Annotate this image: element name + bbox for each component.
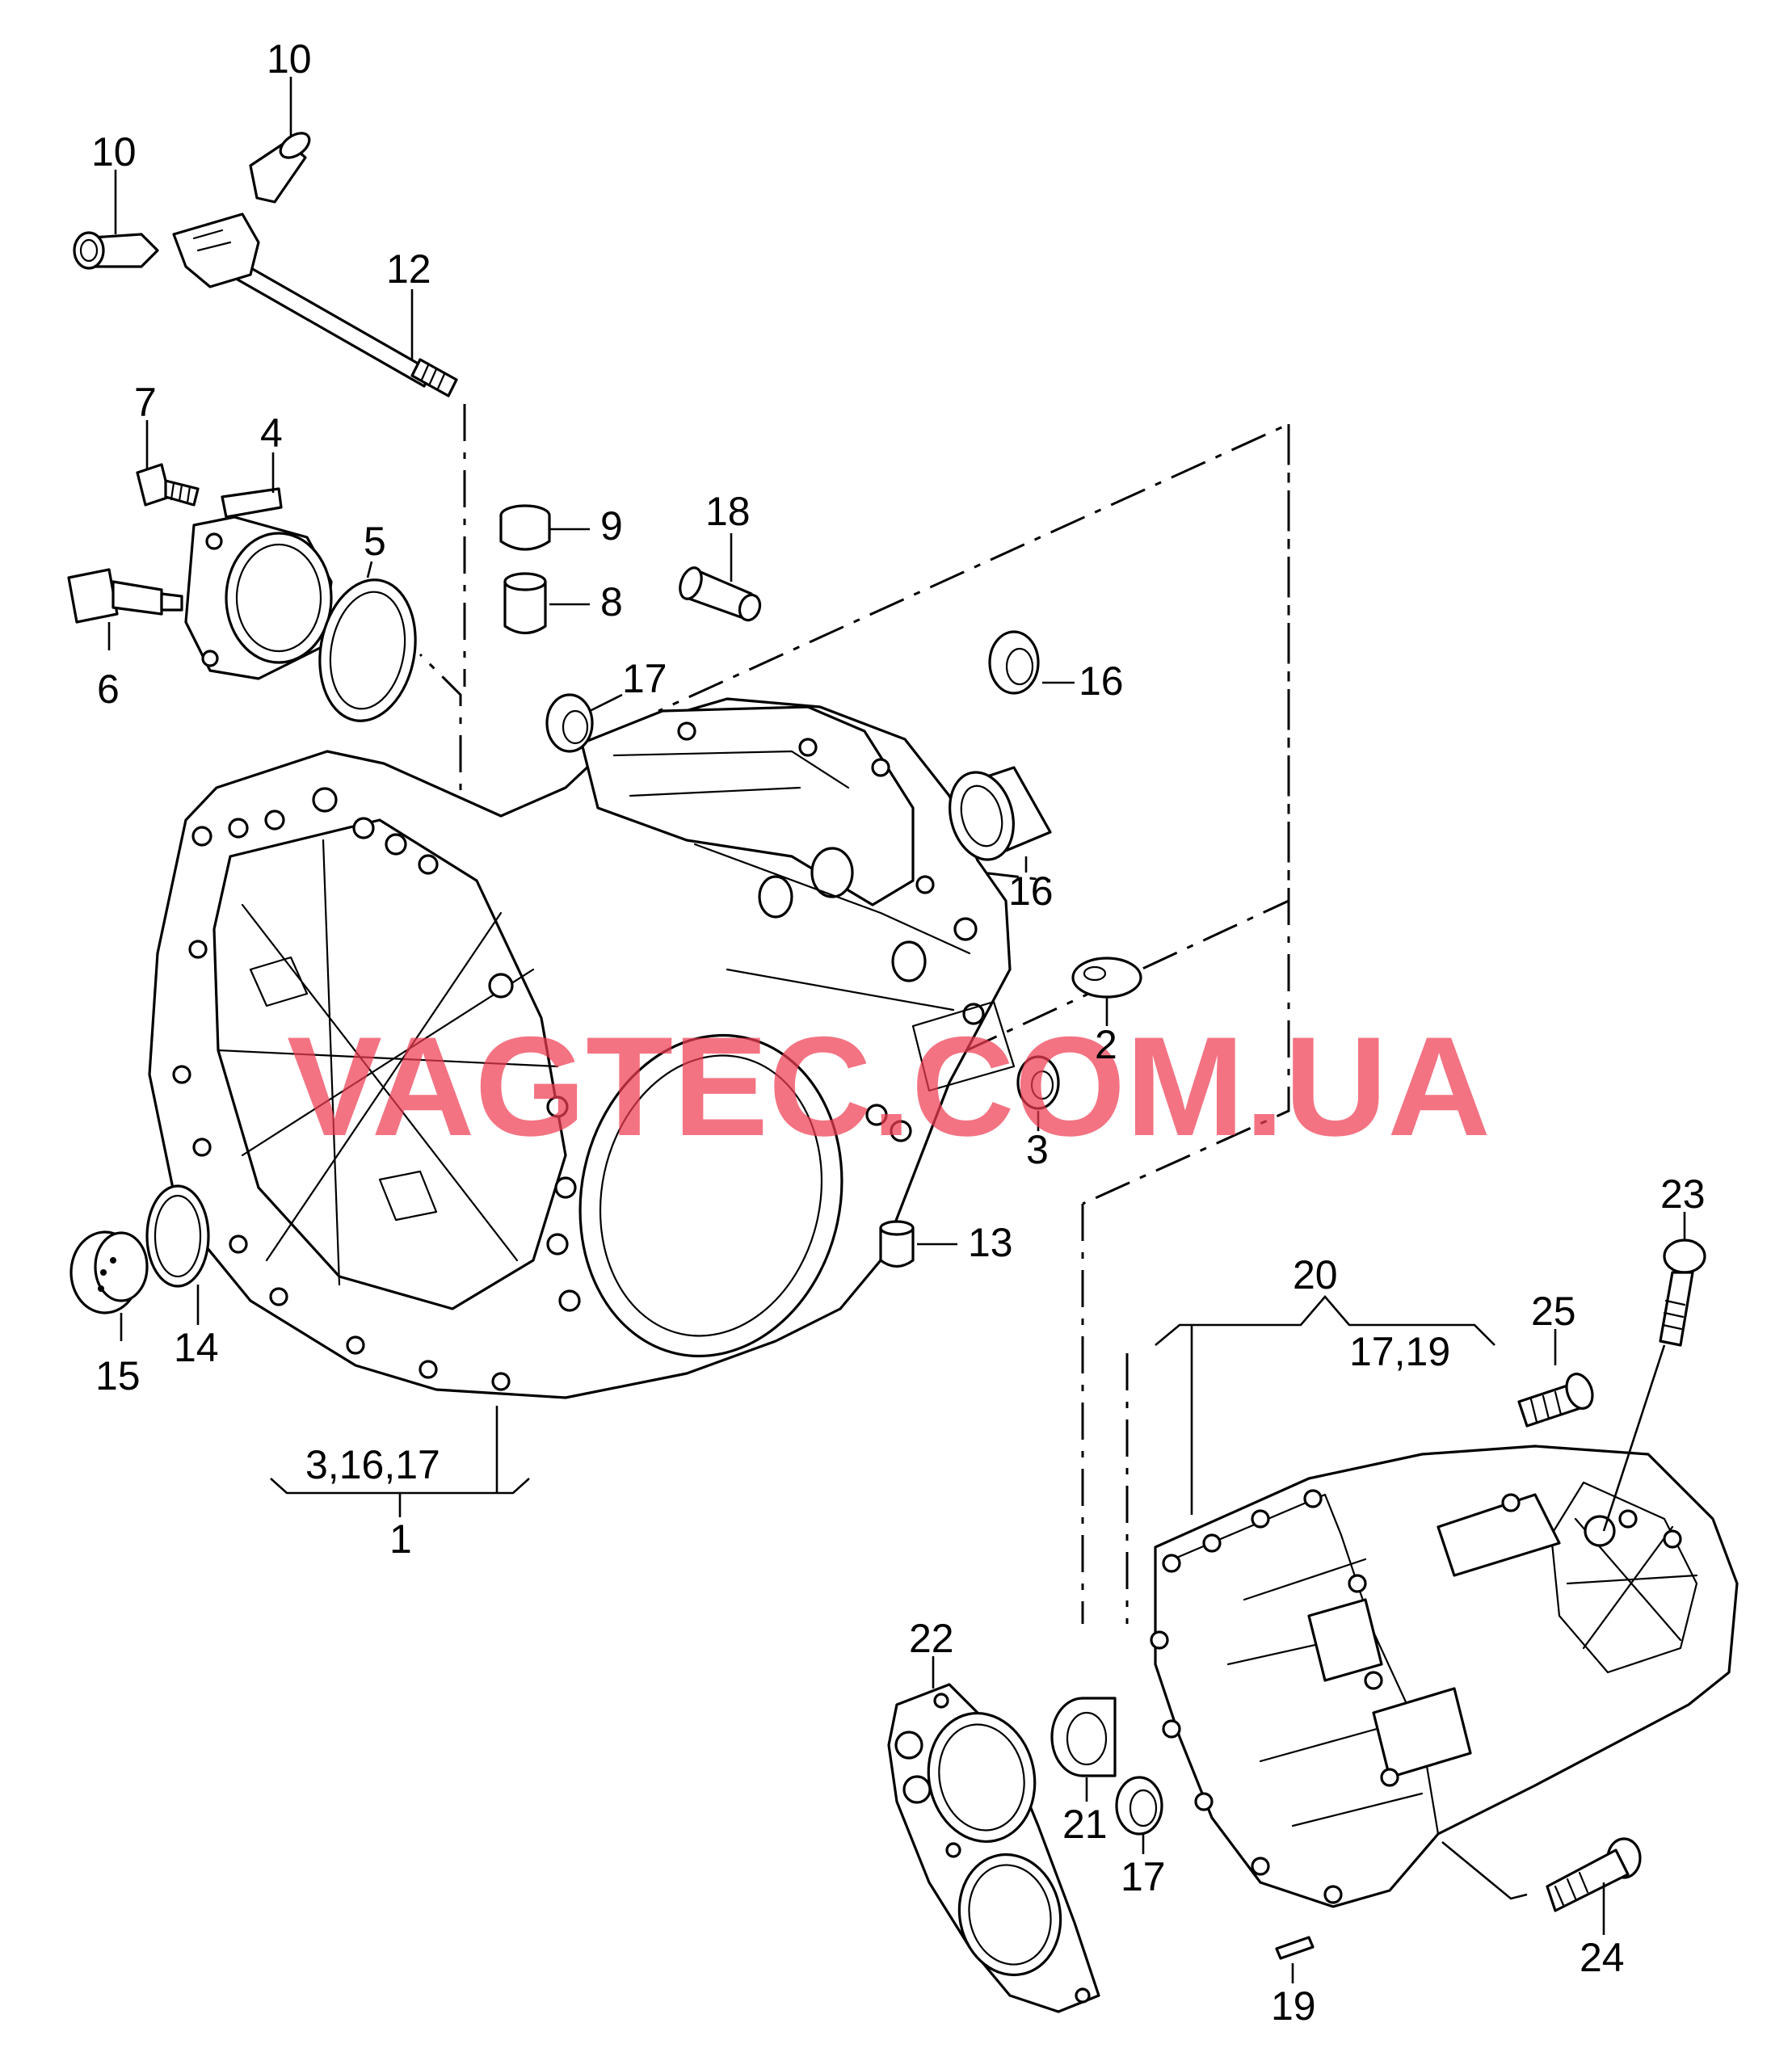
callout-12: 12: [386, 246, 431, 292]
sleeve-8: [503, 572, 547, 635]
callout-4: 4: [260, 410, 283, 456]
bearing-16-lower: [949, 766, 1052, 861]
callout-15: 15: [95, 1353, 141, 1398]
bearing-17-lower: [1115, 1776, 1163, 1836]
callout-25: 25: [1531, 1289, 1576, 1334]
pin-19: [1275, 1936, 1315, 1960]
transmission-housing: [148, 697, 1016, 1399]
callout-19: 19: [1271, 1983, 1316, 2029]
callout-10-upper: 10: [267, 36, 312, 82]
bolt-24: [1546, 1837, 1642, 1912]
front-cover-22: [887, 1683, 1100, 2013]
shift-shaft: [172, 212, 458, 397]
plug-cap-upper: [249, 132, 311, 204]
bearing-21: [1050, 1697, 1117, 1777]
plug-13: [879, 1220, 915, 1268]
gasket-5: [318, 578, 417, 722]
bolt-25: [1517, 1373, 1594, 1428]
callout-5: 5: [364, 519, 386, 564]
gasket-14: [145, 1184, 210, 1288]
assembly-lines: [419, 404, 1290, 1624]
callout-18: 18: [705, 489, 751, 534]
callout-labels: 10 10 12 7 4 5 6 9 8 18 17 16 16 2 3 13 …: [91, 36, 1706, 2029]
plug-cap-left: [73, 231, 159, 270]
seal-3: [1016, 1055, 1060, 1110]
sensor-6: [67, 568, 183, 624]
callout-21: 21: [1062, 1802, 1108, 1847]
washer-2: [1071, 957, 1142, 999]
callout-22: 22: [909, 1616, 954, 1661]
bolt-23: [1659, 1239, 1706, 1347]
bearing-17-upper: [545, 693, 594, 753]
callout-14: 14: [174, 1325, 219, 1370]
callout-16-upper: 16: [1079, 658, 1124, 704]
callout-7: 7: [134, 380, 157, 425]
callout-9: 9: [600, 503, 623, 549]
callout-8: 8: [600, 579, 623, 625]
callout-10-left: 10: [91, 129, 137, 175]
bolt-7: [136, 463, 200, 507]
leader-lines: [107, 77, 1686, 1983]
callout-17-upper: 17: [622, 656, 667, 701]
callout-group-1: 3,16,17: [305, 1442, 440, 1487]
watermark-text: VAGTEC.COM.UA: [287, 1008, 1491, 1166]
callout-23: 23: [1660, 1171, 1706, 1217]
callout-16-lower: 16: [1008, 868, 1054, 914]
callout-3: 3: [1026, 1127, 1049, 1172]
callout-20: 20: [1293, 1252, 1338, 1297]
selector-flange: [184, 487, 333, 680]
callout-6: 6: [97, 667, 120, 712]
callout-2: 2: [1095, 1022, 1117, 1067]
callout-1: 1: [389, 1516, 412, 1562]
callout-17-lower: 17: [1121, 1854, 1166, 1899]
callout-24: 24: [1580, 1935, 1625, 1980]
bell-flange-holes: [172, 787, 581, 1391]
bearing-16-upper: [988, 630, 1040, 695]
cap-9: [499, 504, 551, 551]
rear-housing: [1150, 1445, 1739, 1908]
callout-13: 13: [968, 1220, 1013, 1265]
callout-group-20: 17,19: [1349, 1329, 1450, 1374]
pin-18: [679, 566, 762, 622]
seal-15: [69, 1230, 149, 1314]
